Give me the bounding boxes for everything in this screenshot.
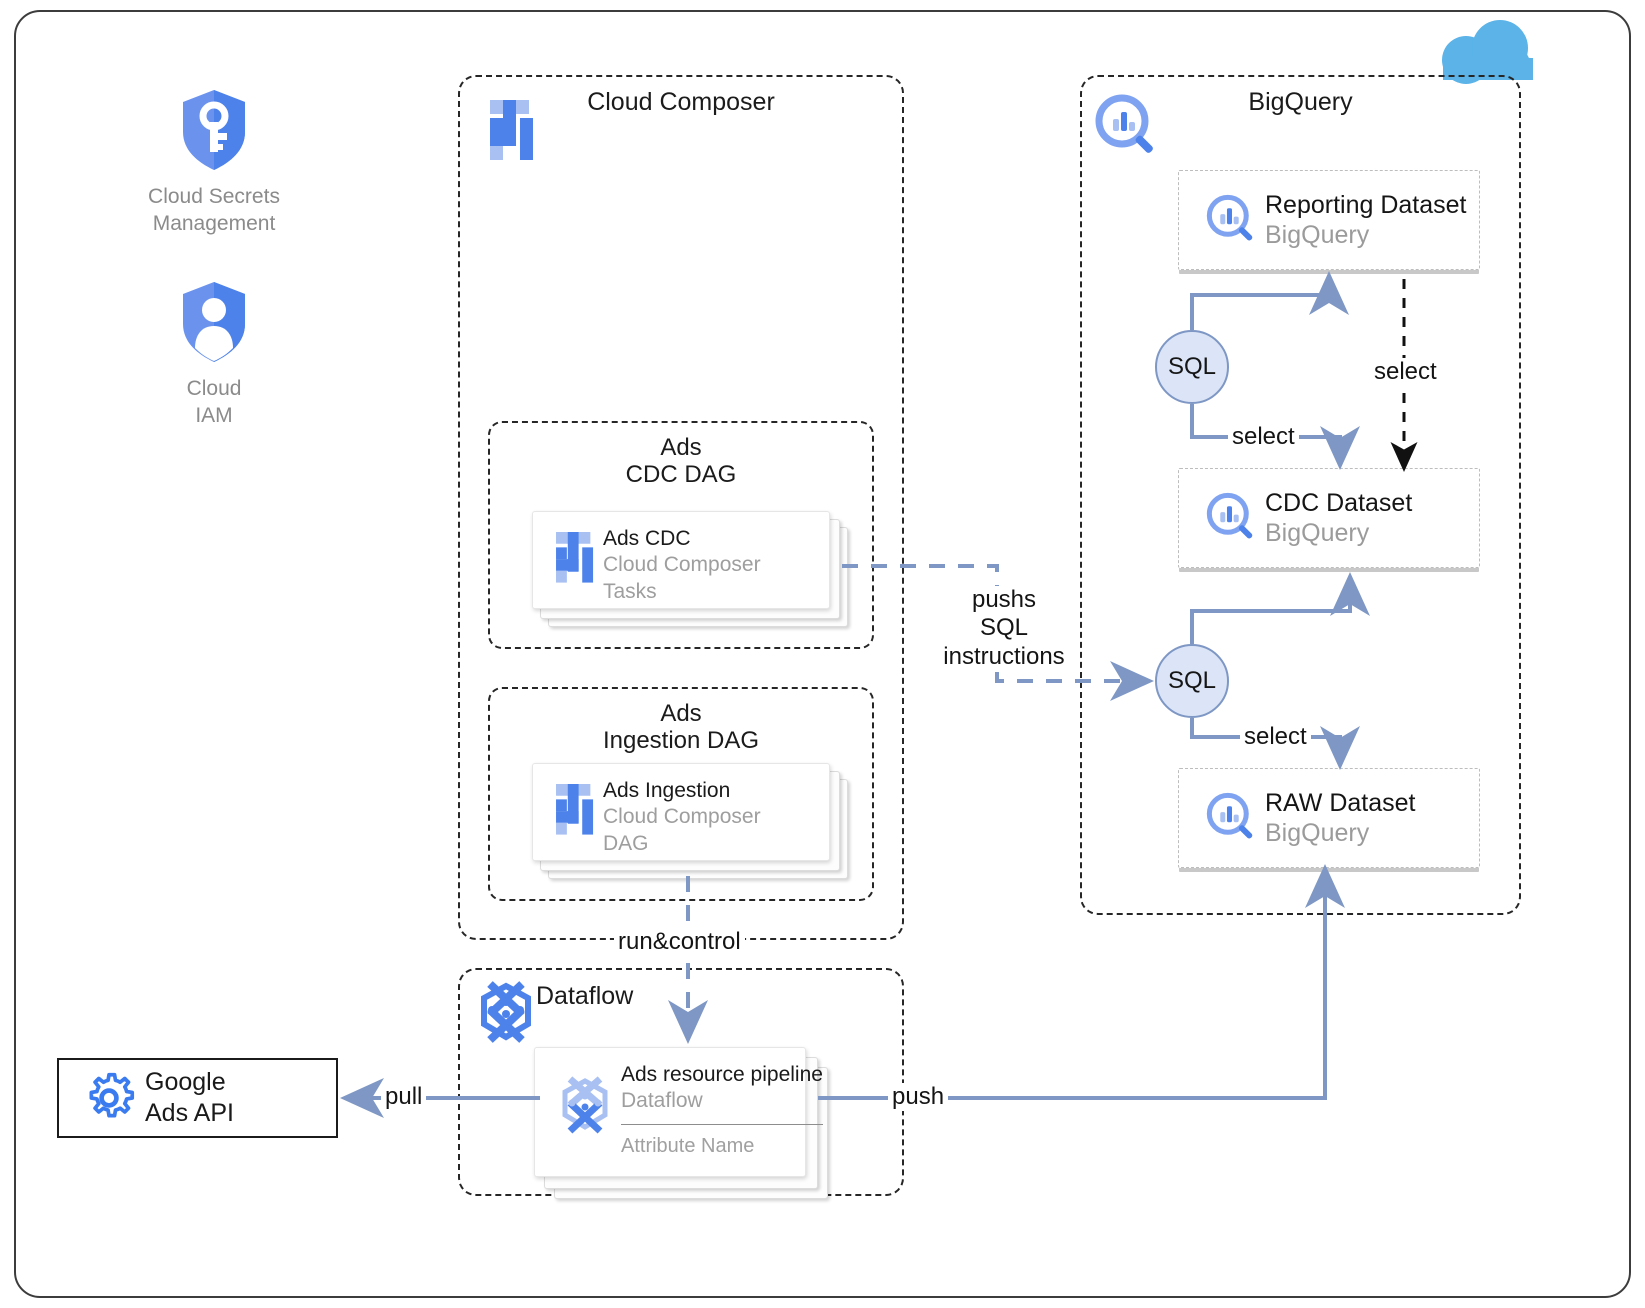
card-title: Ads Ingestion — [603, 779, 731, 802]
group-title-bigquery: BigQuery — [1248, 88, 1353, 116]
dataset-subtitle: BigQuery — [1265, 221, 1370, 249]
node-label: SQL — [1167, 667, 1217, 694]
subgroup-title-ads-cdc-dag: Ads CDC DAG — [625, 434, 737, 488]
edge-label-select-sql-top: select — [1228, 423, 1299, 452]
service-cloud-secrets-management: Cloud Secrets Management — [126, 88, 302, 238]
service-label: Cloud IAM — [186, 377, 242, 428]
node-sql-bottom[interactable]: SQL — [1155, 644, 1229, 718]
subgroup-ads-cdc-dag: Ads CDC DAG — [488, 421, 874, 649]
dataset-title: Reporting Dataset — [1265, 190, 1467, 219]
dataset-title: CDC Dataset — [1265, 488, 1413, 517]
dataset-subtitle: BigQuery — [1265, 519, 1370, 547]
subgroup-title-ads-ingestion-dag: Ads Ingestion DAG — [602, 700, 760, 754]
shield-person-icon — [183, 282, 245, 362]
group-title-cloud-composer: Cloud Composer — [587, 88, 775, 116]
cloud-composer-icon — [556, 784, 594, 835]
edge-label-select-sql-bottom: select — [1240, 723, 1311, 752]
gear-icon — [89, 1072, 135, 1118]
bigquery-icon — [1206, 492, 1253, 539]
cloud-composer-icon — [556, 532, 594, 583]
edge-label-pushs-sql-instructions: pushs SQL instructions — [938, 586, 1070, 671]
edge-label-push: push — [888, 1083, 949, 1112]
node-label: SQL — [1167, 353, 1217, 380]
card-subtitle: Cloud Composer — [603, 805, 761, 829]
group-title-dataflow: Dataflow — [536, 982, 634, 1010]
dataset-cdc[interactable]: CDC Dataset BigQuery — [1178, 468, 1480, 568]
box-google-ads-api[interactable]: Google Ads API — [57, 1058, 338, 1138]
shield-key-icon — [183, 90, 245, 170]
dataflow-icon — [562, 1076, 608, 1134]
node-sql-top[interactable]: SQL — [1155, 330, 1229, 404]
dataset-reporting[interactable]: Reporting Dataset BigQuery — [1178, 170, 1480, 270]
card-subtitle: Dataflow — [621, 1089, 703, 1113]
card-subtitle-2: Tasks — [603, 579, 657, 603]
dataset-subtitle: BigQuery — [1265, 819, 1370, 847]
bigquery-icon — [1206, 792, 1253, 839]
edge-label-select-reporting-cdc: select — [1370, 358, 1441, 387]
dataset-raw[interactable]: RAW Dataset BigQuery — [1178, 768, 1480, 868]
edge-label-pull: pull — [381, 1083, 427, 1112]
dataset-title: RAW Dataset — [1265, 788, 1416, 817]
service-label: Cloud Secrets Management — [148, 185, 280, 236]
card-subtitle-2: DAG — [603, 831, 649, 855]
card-title: Ads resource pipeline — [621, 1063, 823, 1086]
bigquery-icon — [1206, 194, 1253, 241]
subgroup-ads-ingestion-dag: Ads Ingestion DAG — [488, 687, 874, 901]
box-label: Google Ads API — [145, 1067, 234, 1127]
card-subtitle: Cloud Composer — [603, 553, 761, 577]
service-cloud-iam: Cloud IAM — [126, 280, 302, 430]
card-attribute: Attribute Name — [621, 1134, 755, 1157]
card-title: Ads CDC — [603, 527, 691, 550]
edge-label-run-and-control: run&control — [614, 928, 745, 957]
card-divider — [621, 1123, 823, 1125]
